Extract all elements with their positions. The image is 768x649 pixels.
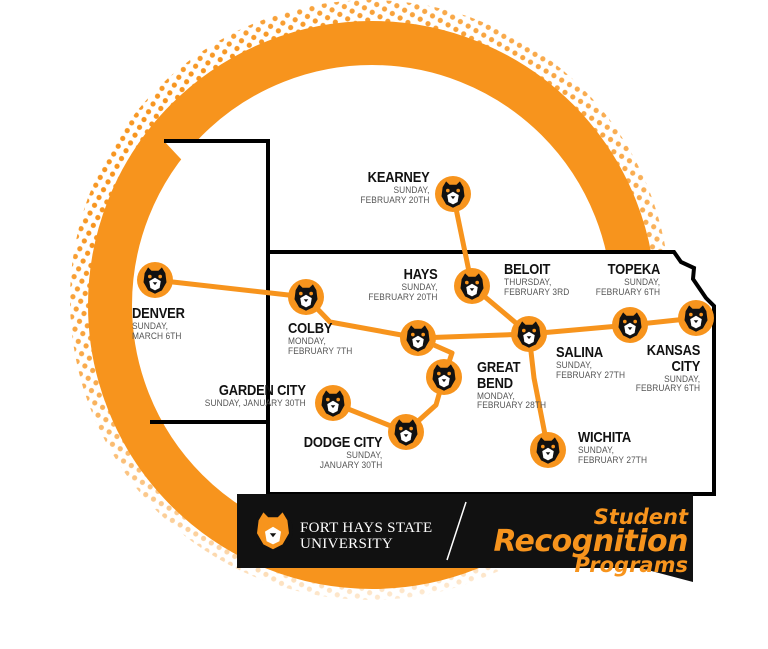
label-wichita: WICHITA SUNDAY, FEBRUARY 27TH: [578, 430, 657, 466]
tiger-head-logo-icon: [253, 510, 293, 550]
marker-kansas-city: [678, 300, 714, 336]
university-name-line1: FORT HAYS STATE: [300, 520, 433, 536]
event-date: JANUARY 30TH: [319, 459, 382, 471]
label-beloit: BELOIT THURSDAY, FEBRUARY 3RD: [504, 262, 578, 298]
event-date: FEBRUARY 7TH: [288, 345, 353, 357]
tiger-head-icon: [441, 181, 465, 208]
event-day: SUNDAY,: [578, 444, 615, 456]
state-outlines: [150, 139, 716, 496]
event-date: SUNDAY, JANUARY 30TH: [204, 397, 306, 409]
event-date: FEBRUARY 27TH: [556, 369, 626, 381]
label-kansas-city: KANSAS CITY SUNDAY, FEBRUARY 6TH: [627, 342, 701, 395]
city-name: KEARNEY: [368, 169, 430, 186]
city-name: GARDEN CITY: [219, 382, 306, 399]
marker-kearney: [435, 176, 471, 212]
event-day: SUNDAY,: [623, 276, 660, 288]
label-garden-city: GARDEN CITY SUNDAY, JANUARY 30TH: [191, 383, 306, 409]
marker-salina: [511, 316, 547, 352]
city-name: HAYS: [404, 266, 438, 283]
label-hays: HAYS SUNDAY, FEBRUARY 20TH: [359, 267, 438, 303]
tiger-head-icon: [618, 312, 642, 339]
tiger-head-icon: [294, 284, 318, 311]
event-date: FEBRUARY 6TH: [595, 286, 660, 298]
event-day: MONDAY,: [288, 335, 326, 347]
event-date: FEBRUARY 20TH: [360, 194, 430, 206]
event-day: SUNDAY,: [663, 373, 700, 385]
event-date: FEBRUARY 28TH: [477, 400, 547, 412]
marker-dodge-city: [388, 414, 424, 450]
label-kearney: KEARNEY SUNDAY, FEBRUARY 20TH: [351, 170, 430, 206]
city-name: COLBY: [288, 320, 333, 337]
program-title-line2: Recognition: [493, 523, 688, 559]
city-name: SALINA: [556, 344, 603, 361]
tiger-head-icon: [517, 321, 541, 348]
markers: [137, 176, 714, 468]
marker-hays-center: [400, 320, 436, 356]
city-name: WICHITA: [578, 429, 632, 446]
city-name: GREAT: [477, 359, 521, 376]
marker-denver: [137, 262, 173, 298]
program-title: Student Recognition Programs: [493, 505, 688, 578]
city-name: DENVER: [132, 305, 185, 322]
city-name-line2: BEND: [477, 374, 513, 392]
banner: [237, 494, 693, 582]
tiger-head-icon: [321, 390, 345, 417]
label-dodge-city: DODGE CITY SUNDAY, JANUARY 30TH: [291, 435, 382, 471]
marker-great-bend: [426, 359, 462, 395]
label-salina: SALINA SUNDAY, FEBRUARY 27TH: [556, 345, 635, 381]
marker-hays: [454, 268, 490, 304]
event-date: FEBRUARY 27TH: [578, 454, 648, 466]
label-topeka: TOPEKA SUNDAY, FEBRUARY 6TH: [587, 261, 661, 298]
tiger-head-icon: [394, 419, 418, 446]
program-title-line1: Student: [593, 505, 688, 529]
label-denver: DENVER SUNDAY, MARCH 6TH: [132, 306, 193, 342]
event-day: MONDAY,: [477, 390, 515, 402]
marker-garden-city: [315, 385, 351, 421]
event-day: SUNDAY,: [401, 281, 438, 293]
city-name: BELOIT: [504, 261, 551, 278]
label-great-bend: GREAT BEND MONDAY, FEBRUARY 28TH: [477, 360, 556, 411]
event-day: SUNDAY,: [556, 359, 593, 371]
city-name: TOPEKA: [607, 261, 660, 278]
tiger-head-icon: [536, 437, 560, 464]
tiger-head-icon: [406, 325, 430, 352]
tiger-head-logo-glyph: [257, 512, 289, 550]
event-day: SUNDAY,: [132, 320, 169, 332]
event-date: MARCH 6TH: [132, 330, 182, 342]
event-date: FEBRUARY 6TH: [635, 383, 700, 395]
event-day: SUNDAY,: [345, 449, 382, 461]
event-day: SUNDAY,: [393, 184, 430, 196]
program-title-line3: Programs: [574, 553, 688, 578]
event-day: THURSDAY,: [504, 276, 552, 288]
city-name: DODGE CITY: [303, 434, 382, 451]
city-name-line2: CITY: [671, 357, 700, 375]
city-name: KANSAS: [646, 342, 701, 359]
university-name: FORT HAYS STATE UNIVERSITY: [300, 520, 433, 553]
marker-topeka: [612, 307, 648, 343]
tiger-head-icon: [460, 273, 484, 300]
marker-colby: [288, 279, 324, 315]
event-date: FEBRUARY 3RD: [504, 286, 570, 298]
marker-wichita: [530, 432, 566, 468]
tiger-head-icon: [684, 305, 708, 332]
nebraska-outline: [164, 139, 270, 252]
event-date: FEBRUARY 20TH: [368, 291, 438, 303]
tiger-head-icon: [432, 364, 456, 391]
label-colby: COLBY MONDAY, FEBRUARY 7TH: [288, 321, 361, 357]
university-name-line2: UNIVERSITY: [300, 535, 393, 552]
tiger-head-icon: [143, 267, 167, 294]
